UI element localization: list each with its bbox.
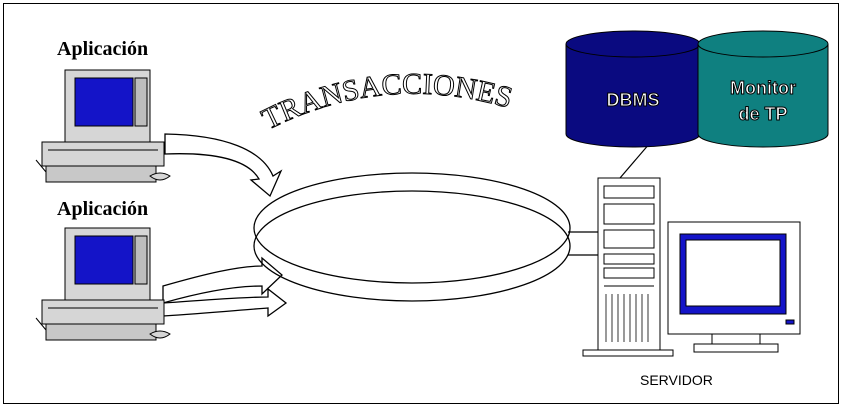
dbms-cylinder: DBMS	[565, 30, 701, 148]
tp-monitor-label-line2: de TP	[738, 104, 787, 124]
client-computer-top	[35, 69, 171, 183]
db-connector	[619, 142, 651, 179]
flow-arrow-bottom	[162, 256, 283, 304]
flow-arrow-bottom-lower	[162, 287, 288, 318]
diagram-frame	[3, 3, 839, 404]
server-label: SERVIDOR	[640, 372, 713, 388]
server-monitor	[667, 221, 801, 353]
ring-server-connector	[568, 231, 600, 256]
dbms-label: DBMS	[607, 90, 660, 110]
client-label-bottom: Aplicación	[57, 198, 149, 220]
transactions-banner: TRANSACCIONES	[257, 68, 516, 137]
client-computer-bottom	[35, 227, 171, 341]
transaction-ring	[253, 172, 571, 302]
tp-monitor-label-line1: Monitor	[730, 78, 796, 98]
flow-arrow-top	[164, 133, 283, 198]
client-label-top: Aplicación	[57, 38, 149, 60]
tp-monitor-cylinder: Monitor de TP	[697, 30, 829, 148]
server-tower	[582, 177, 674, 357]
